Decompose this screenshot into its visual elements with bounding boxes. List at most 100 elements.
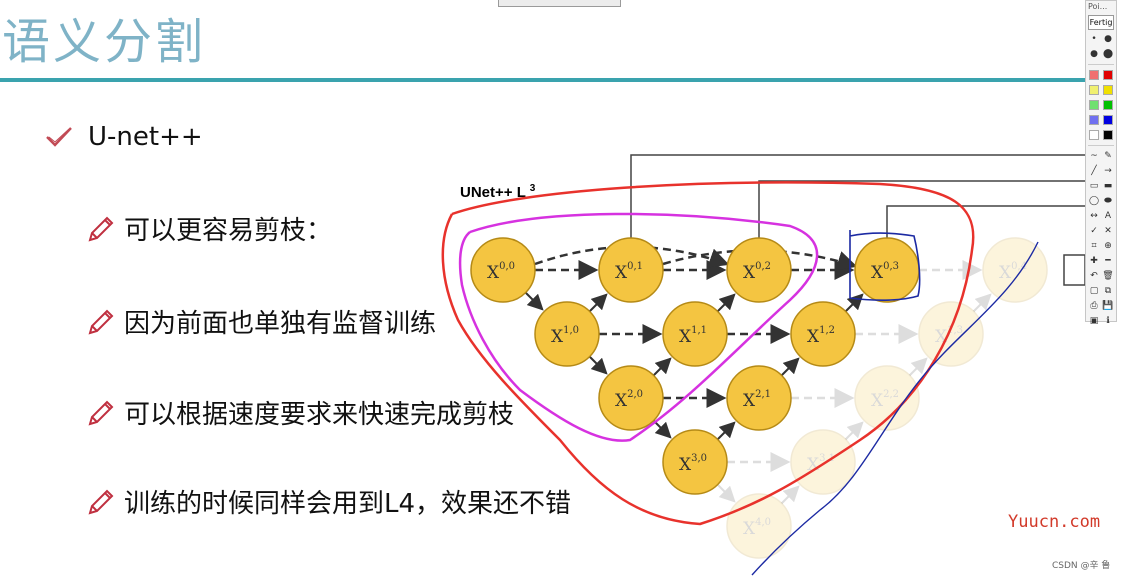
node-label-sup: 2,0 — [627, 389, 643, 400]
ellipse-icon[interactable]: ◯ — [1088, 196, 1100, 206]
color-swatch[interactable] — [1089, 85, 1099, 95]
diagram-label: UNet++ L 3 — [460, 183, 536, 201]
done-button[interactable]: Fertig — [1088, 15, 1114, 30]
toolbar-row: ◯⬬ — [1087, 194, 1115, 208]
color-swatch[interactable] — [1103, 70, 1113, 80]
node-circle — [534, 301, 600, 367]
node-label-sup: 1,2 — [819, 325, 835, 336]
node-circle — [854, 365, 920, 431]
main-bullet: U-net++ — [44, 122, 203, 152]
pencil-icon — [88, 216, 114, 241]
node-label-sup: 0,3 — [883, 261, 899, 272]
toolbar-row: •● — [1087, 32, 1115, 46]
rect-filled-icon[interactable]: ▬ — [1103, 181, 1113, 191]
unet-node: X2,0 — [598, 365, 664, 431]
node-label-sup: 4,0 — [755, 517, 771, 528]
color-swatch[interactable] — [1089, 100, 1099, 110]
color-swatch[interactable] — [1089, 115, 1099, 125]
dot-icon[interactable]: • — [1091, 34, 1097, 44]
save-icon[interactable]: 💾 — [1102, 301, 1114, 311]
node-label-sup: 1,1 — [691, 325, 707, 336]
ellipse-filled-icon[interactable]: ⬬ — [1104, 196, 1112, 206]
unet-node: X2,2 — [854, 365, 920, 431]
diagram-edge — [844, 421, 864, 441]
node-label: X3,1 — [807, 453, 835, 475]
node-label-base: X — [679, 327, 692, 347]
unet-node: X0,4 — [982, 237, 1048, 303]
check-icon[interactable]: ✓ — [1090, 226, 1098, 236]
sub-bullet-text: 因为前面也单独有监督训练 — [124, 309, 437, 339]
color-swatch[interactable] — [1103, 115, 1113, 125]
circle-icon[interactable]: ● — [1090, 49, 1098, 59]
color-swatch[interactable] — [1103, 85, 1113, 95]
copy-icon[interactable]: ⧉ — [1104, 286, 1112, 296]
diagram-edge — [588, 355, 608, 375]
unet-node: X1,2 — [790, 301, 856, 367]
sub-bullet-text: 可以更容易剪枝： — [124, 216, 333, 246]
circle-large-icon[interactable]: ⬤ — [1102, 49, 1114, 59]
zoom-icon[interactable]: ⊕ — [1104, 241, 1112, 251]
sub-bullet: 训练的时候同样会用到L4，效果还不错 — [86, 483, 571, 520]
double-arrow-icon[interactable]: ↔ — [1090, 211, 1098, 221]
new-page-icon[interactable]: ▢ — [1089, 286, 1099, 296]
toolbar-row: ⎙💾 — [1087, 299, 1115, 313]
node-circle — [470, 237, 536, 303]
rect-icon[interactable]: ▭ — [1089, 181, 1099, 191]
node-circle — [598, 237, 664, 303]
text-icon[interactable]: A — [1104, 211, 1112, 221]
node-circle — [726, 237, 792, 303]
freehand-icon[interactable]: ~ — [1090, 151, 1098, 161]
unet-node: X4,0 — [726, 493, 792, 559]
crop-icon[interactable]: ⌗ — [1091, 241, 1097, 251]
diagram-edge — [716, 421, 736, 441]
line-icon[interactable]: ╱ — [1091, 166, 1097, 176]
node-label-sup: 1,3 — [947, 325, 963, 336]
node-label: X2,1 — [743, 389, 771, 411]
node-label: X2,0 — [615, 389, 643, 411]
node-label-base: X — [487, 263, 500, 283]
node-label: X1,2 — [807, 325, 835, 347]
undo-icon[interactable]: ↶ — [1090, 271, 1098, 281]
sub-bullet-text: 可以根据速度要求来快速完成剪枝 — [124, 400, 515, 430]
arrow-icon[interactable]: → — [1104, 166, 1112, 176]
diagram-edge — [652, 419, 672, 439]
screen-icon[interactable]: ▣ — [1089, 316, 1099, 326]
sub-bullet: 因为前面也单独有监督训练 — [86, 303, 436, 340]
unet-node: X0,2 — [726, 237, 792, 303]
diagram-label-sup: 3 — [530, 183, 536, 194]
toolbar-row: ▣ℹ — [1087, 314, 1115, 328]
node-circle — [790, 301, 856, 367]
watermark: Yuucn.com — [1008, 512, 1101, 532]
top-tab-stub — [498, 0, 621, 7]
blue-box-annotation — [849, 230, 921, 301]
magenta-circle-annotation — [458, 212, 819, 442]
node-label-base: X — [807, 327, 820, 347]
dot-large-icon[interactable]: ● — [1104, 34, 1112, 44]
color-swatch[interactable] — [1089, 70, 1099, 80]
color-swatch[interactable] — [1089, 130, 1099, 140]
node-circle — [726, 365, 792, 431]
minus-icon[interactable]: ━ — [1105, 256, 1111, 266]
diagram-edge — [780, 357, 800, 377]
color-swatch[interactable] — [1103, 100, 1113, 110]
node-circle — [662, 301, 728, 367]
unet-node: X1,0 — [534, 301, 600, 367]
info-icon[interactable]: ℹ — [1106, 316, 1110, 326]
print-icon[interactable]: ⎙ — [1090, 301, 1098, 311]
node-label: X0,3 — [871, 261, 899, 283]
trash-icon[interactable]: 🗑 — [1102, 271, 1114, 281]
color-swatch[interactable] — [1103, 130, 1113, 140]
highlighter-icon[interactable]: ✎ — [1104, 151, 1112, 161]
toolbar-row: ╱→ — [1087, 164, 1115, 178]
cross-icon[interactable]: ✕ — [1104, 226, 1112, 236]
diagram-edge — [780, 485, 800, 505]
unet-node: X0,1 — [598, 237, 664, 303]
node-label-base: X — [871, 263, 884, 283]
toolbar-row — [1087, 98, 1115, 112]
toolbar-row — [1087, 68, 1115, 82]
plus-icon[interactable]: ✚ — [1090, 256, 1098, 266]
annotation-toolbar: Poi... Fertig •●●⬤~✎╱→▭▬◯⬬↔A✓✕⌗⊕✚━↶🗑▢⧉⎙💾… — [1085, 0, 1117, 326]
node-label-base: X — [871, 391, 884, 411]
blue-line-annotation — [751, 241, 1039, 576]
